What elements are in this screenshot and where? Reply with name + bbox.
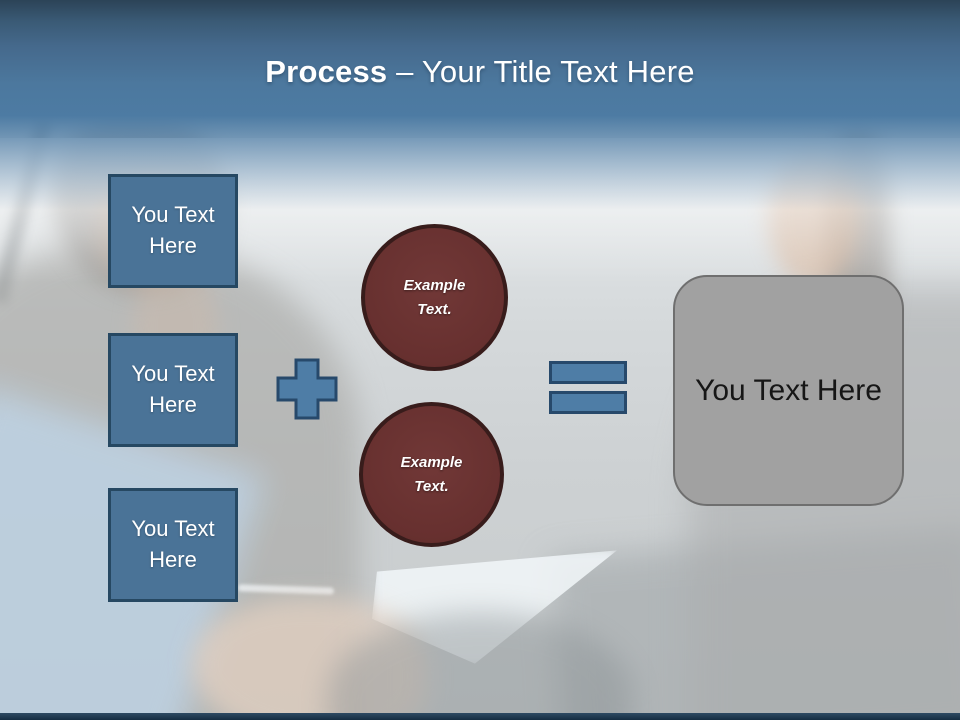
title-rest: – Your Title Text Here [396, 54, 695, 89]
equals-icon [549, 361, 627, 384]
plus-icon [276, 358, 338, 420]
step-box-3-label: You Text Here [131, 516, 215, 572]
step-box-2: You Text Here [108, 333, 238, 447]
equals-icon [549, 391, 627, 414]
step-box-2-label: You Text Here [131, 361, 215, 417]
hand-on-table-shape [192, 598, 427, 720]
result-box-label: You Text Here [695, 373, 882, 407]
footer-strip [0, 713, 960, 720]
example-circle-1-label: Example Text. [403, 277, 466, 318]
slide-title: Process – Your Title Text Here [0, 54, 960, 90]
step-box-3: You Text Here [108, 488, 238, 602]
example-circle-2-label: Example Text. [400, 454, 463, 495]
title-emphasis: Process [265, 54, 388, 89]
example-circle-1: Example Text. [361, 224, 508, 371]
step-box-1-label: You Text Here [131, 202, 215, 258]
step-box-1: You Text Here [108, 174, 238, 288]
result-box: You Text Here [673, 275, 904, 506]
example-circle-2: Example Text. [359, 402, 504, 547]
